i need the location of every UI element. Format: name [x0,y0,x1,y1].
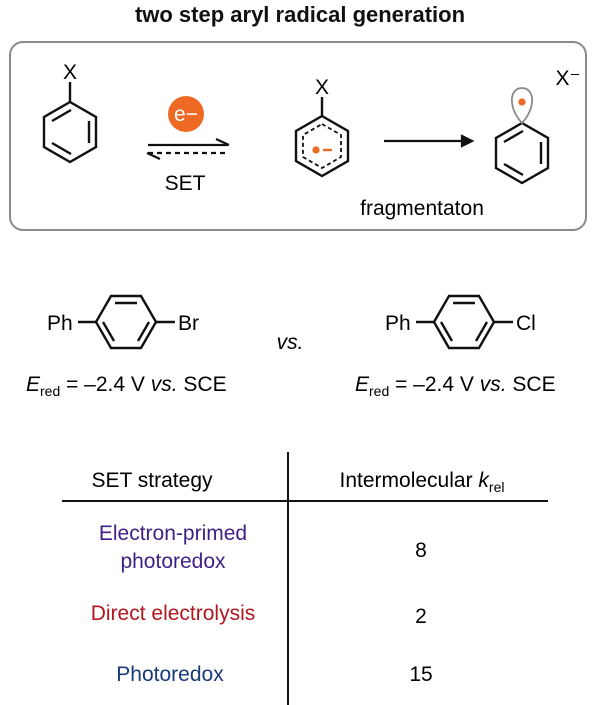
chloro-label: Cl [516,312,536,335]
aryl-halide-structure [42,82,98,164]
rate-value-electron-primed: 8 [415,539,427,562]
scheme-frame [9,41,587,231]
vs-label: vs. [277,331,304,354]
electron-badge [168,96,204,132]
phenyl-label-left: Ph [47,312,73,335]
table-row: Direct electrolysis 2 [91,602,427,628]
strategy-photoredox: Photoredox [116,663,224,686]
table-header-rate: Intermolecular krel [340,469,505,495]
halide-anion-label: X⁻ [555,67,580,90]
reduction-potential-left: Ered = –2.4 V vs. SCE [26,373,227,399]
set-label: SET [165,172,206,195]
rate-value-direct-electrolysis: 2 [415,605,427,628]
bromobiphenyl-structure [78,294,175,350]
set-equilibrium-arrows [146,138,230,160]
bromo-label: Br [178,312,199,335]
substituent-x-middle: X [315,76,329,99]
rate-value-photoredox: 15 [409,663,432,686]
table-row: Electron-primed photoredox 8 [99,522,427,573]
table-row: Photoredox 15 [116,663,432,686]
radical-dot [312,146,320,154]
fragmentation-arrow [384,134,475,148]
strategy-direct-electrolysis: Direct electrolysis [91,602,256,625]
strategy-electron-primed-line2: photoredox [120,550,226,573]
aryl-radical-dot [518,98,526,106]
phenyl-label-right: Ph [385,312,411,335]
chlorobiphenyl-structure [416,294,513,350]
reduction-potential-right: Ered = –2.4 V vs. SCE [355,373,556,399]
strategy-electron-primed-line1: Electron-primed [99,522,247,545]
table-header-strategy: SET strategy [92,469,213,492]
fragmentation-label: fragmentaton [360,197,484,220]
figure-title: two step aryl radical generation [134,2,466,27]
radical-anion-structure [294,97,350,178]
electron-label: e− [174,103,198,126]
aryl-radical-structure [494,121,550,185]
substituent-x-left: X [63,61,77,84]
